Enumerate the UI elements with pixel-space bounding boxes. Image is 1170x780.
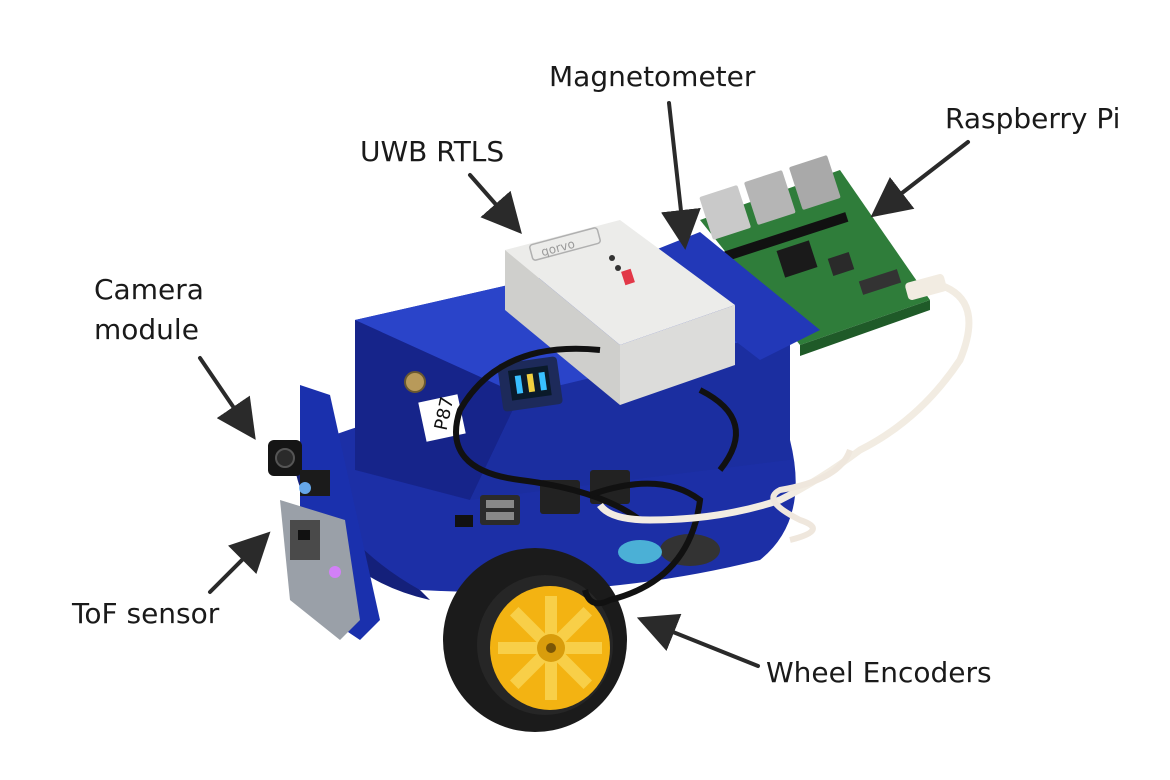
led-purple <box>329 566 341 578</box>
wheel <box>443 548 627 732</box>
oled-display <box>497 356 563 412</box>
raspberry-pi-board <box>699 155 930 356</box>
arrow-camera-module <box>198 356 256 440</box>
label-tof-sensor: ToF sensor <box>72 597 220 630</box>
tof-sensor-board <box>290 520 320 560</box>
label-camera-module-line2: module <box>94 313 199 346</box>
label-magnetometer: Magnetometer <box>549 60 756 93</box>
arrow-magnetometer <box>661 101 701 250</box>
cables <box>453 274 973 607</box>
label-wheel-encoders: Wheel Encoders <box>766 656 992 689</box>
label-raspberry-pi: Raspberry Pi <box>945 102 1121 135</box>
label-uwb-rtls: UWB RTLS <box>360 135 505 168</box>
label-camera-module-line1: Camera <box>94 273 204 306</box>
arrow-uwb-rtls <box>468 173 522 235</box>
arrow-tof-sensor <box>208 531 271 594</box>
power-button-icon <box>404 371 426 393</box>
arrow-raspberry-pi <box>870 140 970 218</box>
callout-arrows <box>198 101 970 668</box>
arrow-wheel-encoders <box>636 613 760 668</box>
led-blue <box>299 482 311 494</box>
uwb-rtls-box: qorvo <box>505 220 735 405</box>
